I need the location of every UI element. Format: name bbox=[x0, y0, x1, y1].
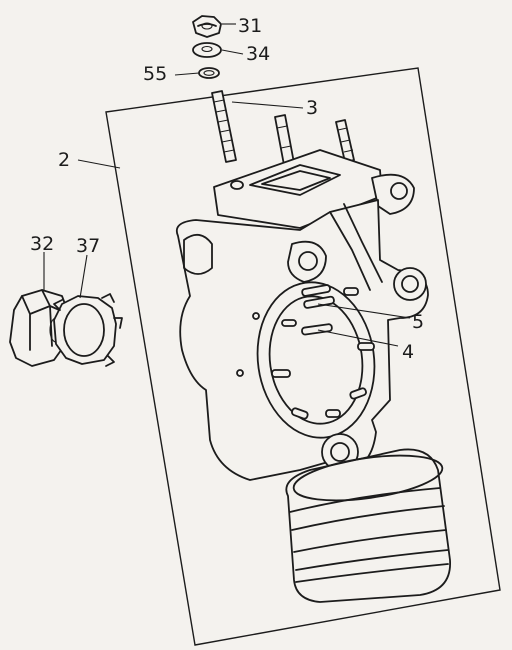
callout-5: 5 bbox=[412, 311, 424, 333]
stud-icon bbox=[335, 119, 355, 163]
leader-5 bbox=[317, 303, 411, 319]
leader-3 bbox=[231, 101, 304, 109]
leader-34 bbox=[221, 49, 244, 55]
nut-icon bbox=[192, 15, 222, 38]
washer-icon bbox=[192, 42, 222, 58]
callout-34: 34 bbox=[246, 43, 270, 65]
callout-2: 2 bbox=[58, 149, 70, 171]
leader-4 bbox=[317, 329, 399, 347]
leader-55 bbox=[174, 72, 200, 76]
leader-37 bbox=[79, 254, 88, 299]
leader-2 bbox=[77, 159, 121, 169]
stud-icon bbox=[211, 90, 237, 163]
washer-icon bbox=[198, 67, 220, 79]
lock-washer-icon bbox=[53, 293, 123, 367]
callout-37: 37 bbox=[76, 235, 100, 257]
callout-32: 32 bbox=[30, 233, 54, 255]
callout-4: 4 bbox=[402, 341, 414, 363]
callout-3: 3 bbox=[306, 97, 318, 119]
callout-31: 31 bbox=[238, 15, 262, 37]
housing-icon bbox=[175, 149, 451, 603]
callout-55: 55 bbox=[143, 63, 167, 85]
